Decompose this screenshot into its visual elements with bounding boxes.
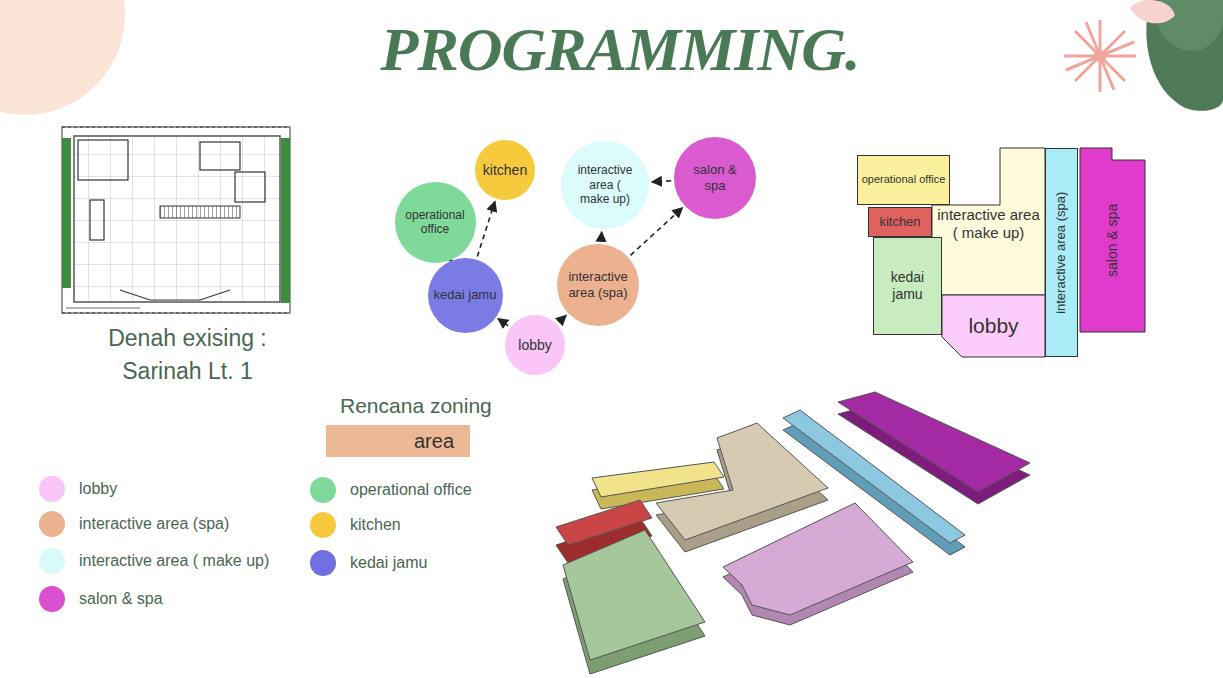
zone-outline-shape bbox=[932, 148, 1045, 295]
zone-band: interactive area (spa) bbox=[1045, 148, 1078, 357]
bubble: kedai jamu bbox=[428, 258, 503, 333]
legend-swatch bbox=[310, 477, 336, 503]
zone-box: operational office bbox=[857, 155, 950, 205]
legend-label: salon & spa bbox=[79, 590, 163, 608]
legend-item: interactive area (spa) bbox=[39, 511, 229, 537]
bubble: salon & spa bbox=[674, 137, 756, 219]
caption-label: Rencana zoning bbox=[340, 393, 560, 418]
zone-box: kedai jamu bbox=[873, 237, 942, 335]
node-label: interactive area (spa) bbox=[566, 269, 630, 300]
legend-item: interactive area ( make up) bbox=[39, 548, 269, 574]
bubble: interactive area (spa) bbox=[557, 244, 639, 326]
dashed-arrow bbox=[477, 201, 495, 256]
legend-item: kitchen bbox=[310, 512, 401, 538]
legend-swatch bbox=[39, 511, 65, 537]
caption-label: Denah exising : Sarinah Lt. 1 bbox=[80, 322, 295, 389]
dashed-arrow bbox=[600, 232, 602, 241]
node-label: kedai jamu bbox=[874, 269, 941, 303]
floor-plan bbox=[62, 127, 290, 313]
dashed-arrow bbox=[559, 315, 566, 322]
zone-shape: interactive area ( make up) bbox=[932, 148, 1045, 295]
legend-swatch bbox=[39, 586, 65, 612]
legend-item: lobby bbox=[39, 476, 117, 502]
bubble: lobby bbox=[505, 315, 565, 375]
zone-box: kitchen bbox=[868, 207, 932, 237]
legend-bar: area bbox=[326, 425, 470, 457]
node-label: salon & spa bbox=[1104, 203, 1121, 276]
corner-blob bbox=[0, 0, 125, 115]
node-label: interactive area ( make up) bbox=[936, 206, 1041, 242]
legend-label: kitchen bbox=[350, 516, 401, 534]
legend-swatch bbox=[39, 476, 65, 502]
legend-label: interactive area (spa) bbox=[79, 515, 229, 533]
node-label: kedai jamu bbox=[434, 287, 497, 303]
node-label: lobby bbox=[968, 313, 1018, 338]
zone-shape: lobby bbox=[942, 295, 1045, 357]
starburst bbox=[1064, 20, 1136, 92]
node-label: interactive area ( make up) bbox=[573, 163, 637, 206]
node-label: lobby bbox=[518, 337, 551, 354]
legend-swatch bbox=[310, 512, 336, 538]
legend-label: interactive area ( make up) bbox=[79, 552, 269, 570]
node-label: salon & spa bbox=[683, 162, 747, 193]
dashed-arrow bbox=[630, 208, 682, 256]
node-label: operational office bbox=[862, 173, 946, 186]
zone-outline-shape bbox=[1080, 148, 1145, 332]
petal bbox=[1130, 0, 1175, 23]
legend-item: kedai jamu bbox=[310, 550, 427, 576]
legend-label: lobby bbox=[79, 480, 117, 498]
legend-item: operational office bbox=[310, 477, 472, 503]
legend-item: salon & spa bbox=[39, 586, 163, 612]
legend-swatch bbox=[39, 548, 65, 574]
title: PROGRAMMING. bbox=[300, 14, 940, 85]
dashed-arrow bbox=[652, 181, 671, 182]
bubble: interactive area ( make up) bbox=[561, 141, 649, 229]
node-label: interactive area (spa) bbox=[1054, 191, 1070, 313]
dashed-arrow bbox=[498, 319, 508, 326]
legend-swatch bbox=[310, 550, 336, 576]
zone-band: salon & spa bbox=[1080, 148, 1145, 332]
starburst-center bbox=[1094, 50, 1106, 62]
bubble: operational office bbox=[395, 182, 476, 263]
zone-outline-shape bbox=[942, 295, 1045, 357]
legend-label: operational office bbox=[350, 481, 472, 499]
legend-label: kedai jamu bbox=[350, 554, 427, 572]
node-label: kitchen bbox=[483, 162, 527, 179]
node-label: area bbox=[414, 429, 454, 453]
zoning-3d bbox=[556, 392, 1030, 674]
node-label: operational office bbox=[403, 208, 467, 237]
bubble: kitchen bbox=[475, 140, 535, 200]
node-label: kitchen bbox=[879, 214, 920, 230]
